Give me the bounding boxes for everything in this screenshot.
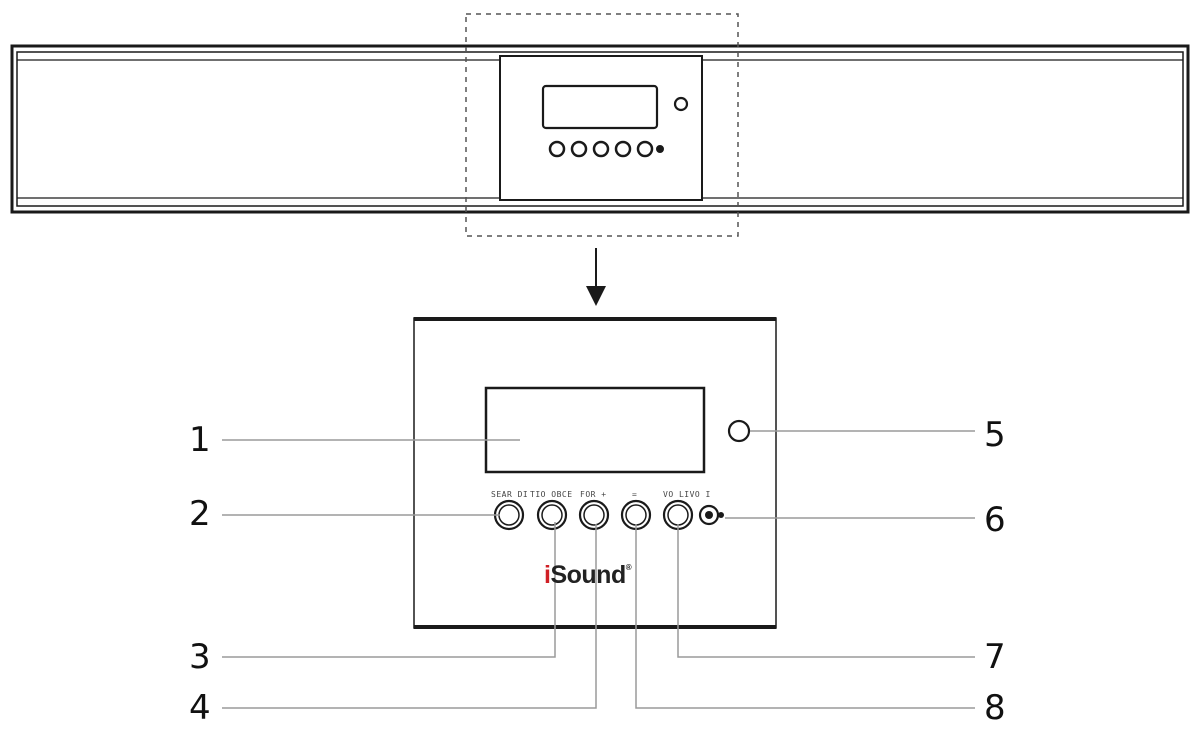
zoom-region: [465, 13, 739, 237]
aux-jack-icon: [698, 504, 724, 526]
button-label-volume: VO LIVO I: [663, 490, 711, 499]
leader-3: [222, 522, 556, 658]
leader-4: [222, 524, 597, 709]
display-screen: [484, 386, 706, 474]
callout-2: 2: [189, 494, 211, 534]
callout-5: 5: [984, 415, 1006, 455]
callout-8: 8: [984, 688, 1006, 728]
callout-6: 6: [984, 500, 1006, 540]
leader-8: [635, 524, 975, 709]
button-mode[interactable]: [536, 499, 568, 531]
button-label-source: SEAR DI: [491, 490, 529, 499]
arrow-down-icon: [586, 248, 606, 306]
button-volume[interactable]: [662, 499, 694, 531]
callout-1: 1: [189, 420, 211, 460]
brand-logo-prefix: i: [544, 561, 551, 589]
brand-logo: iSound®: [544, 561, 632, 590]
callout-4: 4: [189, 688, 211, 728]
button-label-mode: TIO OBCE: [530, 490, 573, 499]
callout-3: 3: [189, 637, 211, 677]
leader-lines: [222, 430, 975, 709]
callout-7: 7: [984, 637, 1006, 677]
button-label-forward: FOR +: [580, 490, 607, 499]
leader-7: [677, 524, 975, 658]
brand-logo-name: Sound: [550, 561, 626, 589]
button-label-play: =: [632, 490, 638, 499]
button-source[interactable]: [493, 499, 525, 531]
button-forward[interactable]: [578, 499, 610, 531]
mini-control-panel: [499, 55, 703, 201]
ir-sensor-icon: [727, 419, 751, 443]
brand-logo-mark: ®: [625, 563, 632, 572]
